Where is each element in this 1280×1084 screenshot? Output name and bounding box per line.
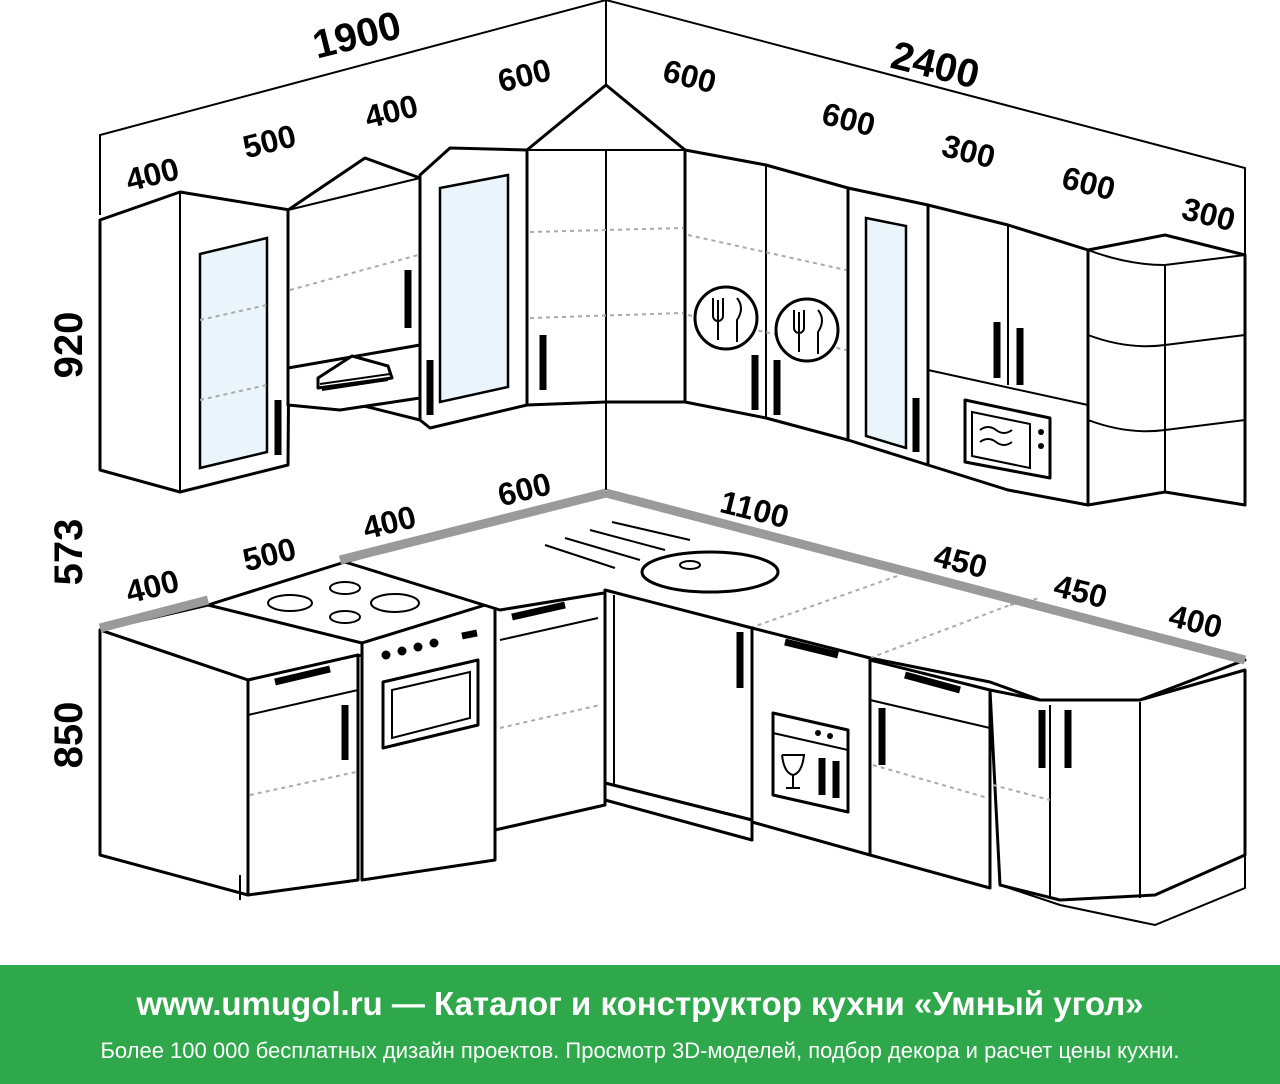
dimension-lower-left-1: 400 bbox=[122, 562, 183, 610]
drawer-handle bbox=[511, 601, 566, 621]
footer-banner: www.umugol.ru — Каталог и конструктор ку… bbox=[0, 965, 1280, 1084]
dimension-lower-left-2: 500 bbox=[239, 530, 300, 578]
microwave-icon bbox=[963, 398, 1052, 480]
base-cabinet-450 bbox=[868, 658, 992, 890]
dimension-upper-right-3: 300 bbox=[938, 127, 999, 175]
dimension-height-lower: 850 bbox=[47, 702, 91, 769]
banner-subtitle: Более 100 000 бесплатных дизайн проектов… bbox=[100, 1038, 1180, 1063]
dimension-height-gap: 573 bbox=[47, 519, 91, 586]
base-cabinets bbox=[98, 491, 1247, 927]
extractor-hood-icon bbox=[316, 354, 394, 391]
dimension-upper-right-1: 600 bbox=[659, 52, 720, 100]
glass-panel bbox=[438, 173, 510, 404]
dimension-upper-total-right: 2400 bbox=[887, 33, 984, 97]
drawer-handle bbox=[904, 671, 961, 694]
upper-cabinets-left bbox=[98, 83, 687, 494]
upper-open-shelf-300 bbox=[1086, 233, 1247, 507]
kitchen-diagram: 1900 2400 400 500 400 600 600 600 300 60… bbox=[47, 0, 1247, 927]
glass-panel bbox=[864, 216, 908, 450]
dimension-upper-right-5: 300 bbox=[1178, 190, 1239, 238]
dimension-height-upper: 920 bbox=[47, 312, 91, 379]
dimension-upper-left-2: 500 bbox=[239, 117, 300, 165]
cutlery-icon bbox=[774, 297, 840, 363]
base-cabinet-400 bbox=[246, 653, 360, 897]
glass-panel bbox=[198, 236, 269, 470]
worktop-edges bbox=[98, 488, 1247, 665]
base-end-cabinet-400 bbox=[988, 668, 1247, 902]
dimension-upper-right-2: 600 bbox=[818, 95, 879, 143]
drawer-handle bbox=[274, 665, 331, 686]
dimension-upper-left-4: 600 bbox=[494, 51, 555, 99]
drawer-handle bbox=[784, 638, 839, 659]
oven-door bbox=[381, 658, 480, 750]
dimension-upper-left-3: 400 bbox=[361, 87, 422, 135]
base-corner-cabinet-1100 bbox=[603, 588, 754, 822]
induction-hob-icon bbox=[640, 550, 780, 594]
upper-cabinets-right bbox=[683, 148, 1247, 507]
dishwasher-icon bbox=[771, 711, 850, 814]
dimension-upper-right-4: 600 bbox=[1058, 159, 1119, 207]
base-cabinet-400b bbox=[493, 578, 607, 832]
banner-title[interactable]: www.umugol.ru — Каталог и конструктор ку… bbox=[136, 985, 1144, 1022]
cutlery-icon bbox=[693, 285, 759, 351]
dimension-upper-left-1: 400 bbox=[122, 150, 183, 198]
